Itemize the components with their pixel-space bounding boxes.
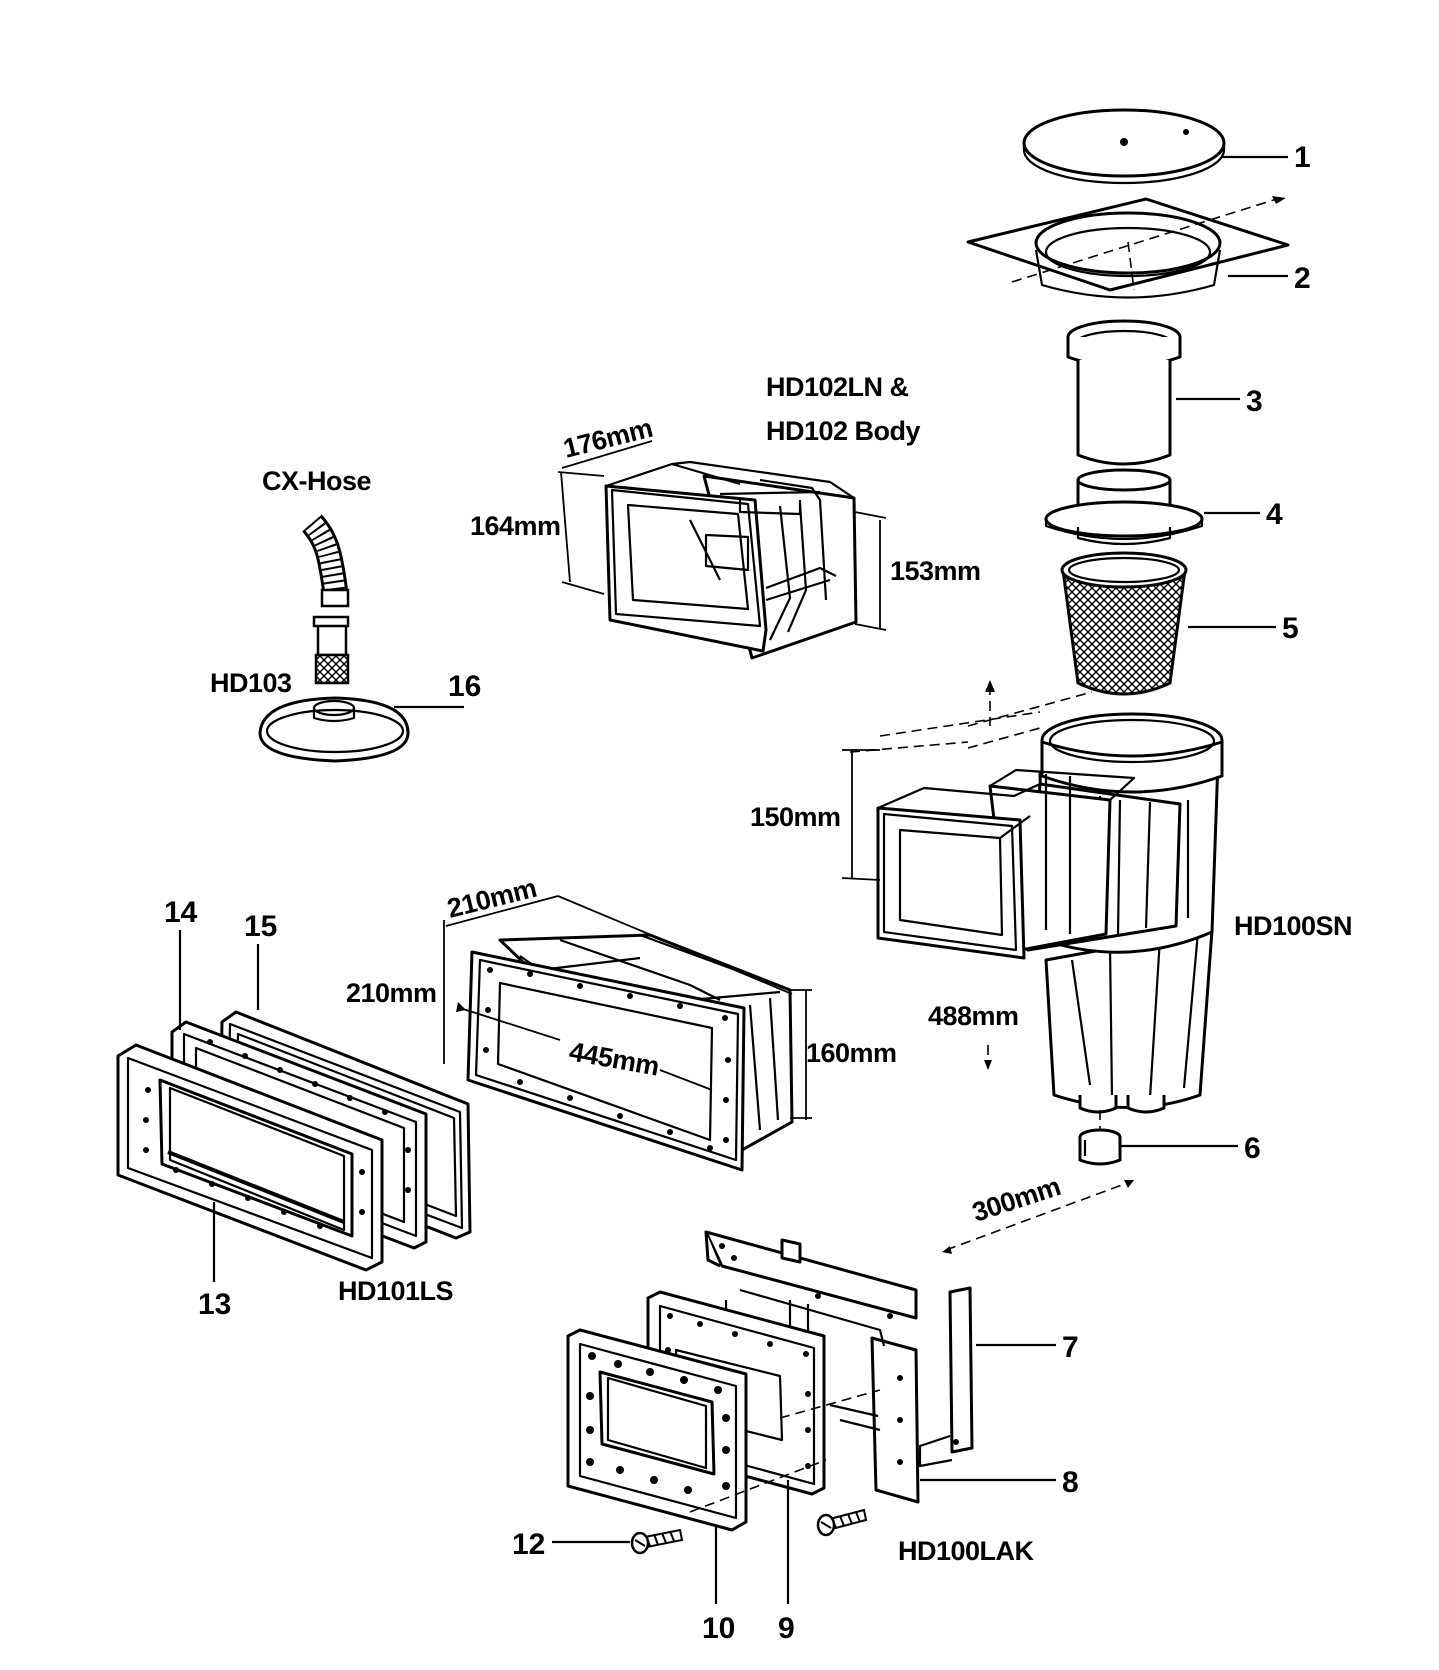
hd100-wide-dimensions: [443, 895, 812, 1120]
part-number-7: 7: [1062, 1331, 1079, 1364]
hd100-wide-body-part: [466, 933, 794, 1172]
cx-hose-part: [302, 514, 350, 608]
hd102-body-part: [604, 460, 858, 660]
screw-hd100lak: [816, 1508, 868, 1537]
dim-153mm: 153mm: [890, 556, 981, 586]
part-number-6: 6: [1244, 1132, 1261, 1165]
dim-164mm: 164mm: [470, 511, 561, 541]
collar-part: [1044, 468, 1204, 546]
part-number-3: 3: [1246, 385, 1263, 418]
outlet-fitting-part-6: [1078, 1110, 1122, 1166]
hd100lak-liner-kit: [566, 1230, 974, 1555]
dim-150mm: 150mm: [750, 802, 841, 832]
dim-176mm: 176mm: [560, 413, 655, 464]
label-hd102-line1: HD102LN &: [766, 372, 909, 402]
hd101ls-faceplates: [116, 1010, 472, 1272]
label-hd102-line2: HD102 Body: [766, 416, 921, 446]
basket-part: [1060, 551, 1188, 696]
part-number-13: 13: [198, 1288, 231, 1321]
dim-210mm-side: 210mm: [346, 978, 437, 1008]
label-cx-hose: CX-Hose: [262, 466, 372, 496]
dim-300mm: 300mm: [969, 1171, 1064, 1228]
part-number-15: 15: [244, 910, 277, 943]
part-number-16: 16: [448, 670, 481, 703]
lid-part: [1022, 108, 1226, 185]
hd100sn-dimensions: [841, 749, 992, 1070]
part-number-2: 2: [1294, 262, 1311, 295]
part-number-4: 4: [1266, 498, 1283, 531]
part-number-14: 14: [164, 896, 198, 929]
dim-488mm: 488mm: [928, 1001, 1019, 1031]
label-hd103: HD103: [210, 668, 292, 698]
vacuum-plate-part-16: [258, 696, 410, 763]
weir-part: [1066, 319, 1182, 466]
dim-210mm-top: 210mm: [444, 873, 539, 924]
deck-frame-part: [966, 196, 1290, 299]
screw-12: [630, 1528, 684, 1555]
part-number-12: 12: [512, 1528, 545, 1561]
label-hd101ls: HD101LS: [338, 1276, 453, 1306]
part-number-10: 10: [702, 1612, 735, 1645]
part-number-1: 1: [1294, 141, 1311, 174]
dim-160mm: 160mm: [806, 1038, 897, 1068]
hd100sn-skimmer-part: [849, 680, 1224, 1114]
part-number-5: 5: [1282, 612, 1299, 645]
hd102-dimensions: [557, 440, 887, 631]
part-number-8: 8: [1062, 1466, 1079, 1499]
part-number-9: 9: [778, 1612, 795, 1645]
label-hd100lak: HD100LAK: [898, 1536, 1035, 1566]
hd103-adapter-part: [312, 615, 350, 685]
dim-300-line: [942, 1180, 1134, 1254]
label-hd100sn: HD100SN: [1234, 911, 1352, 941]
